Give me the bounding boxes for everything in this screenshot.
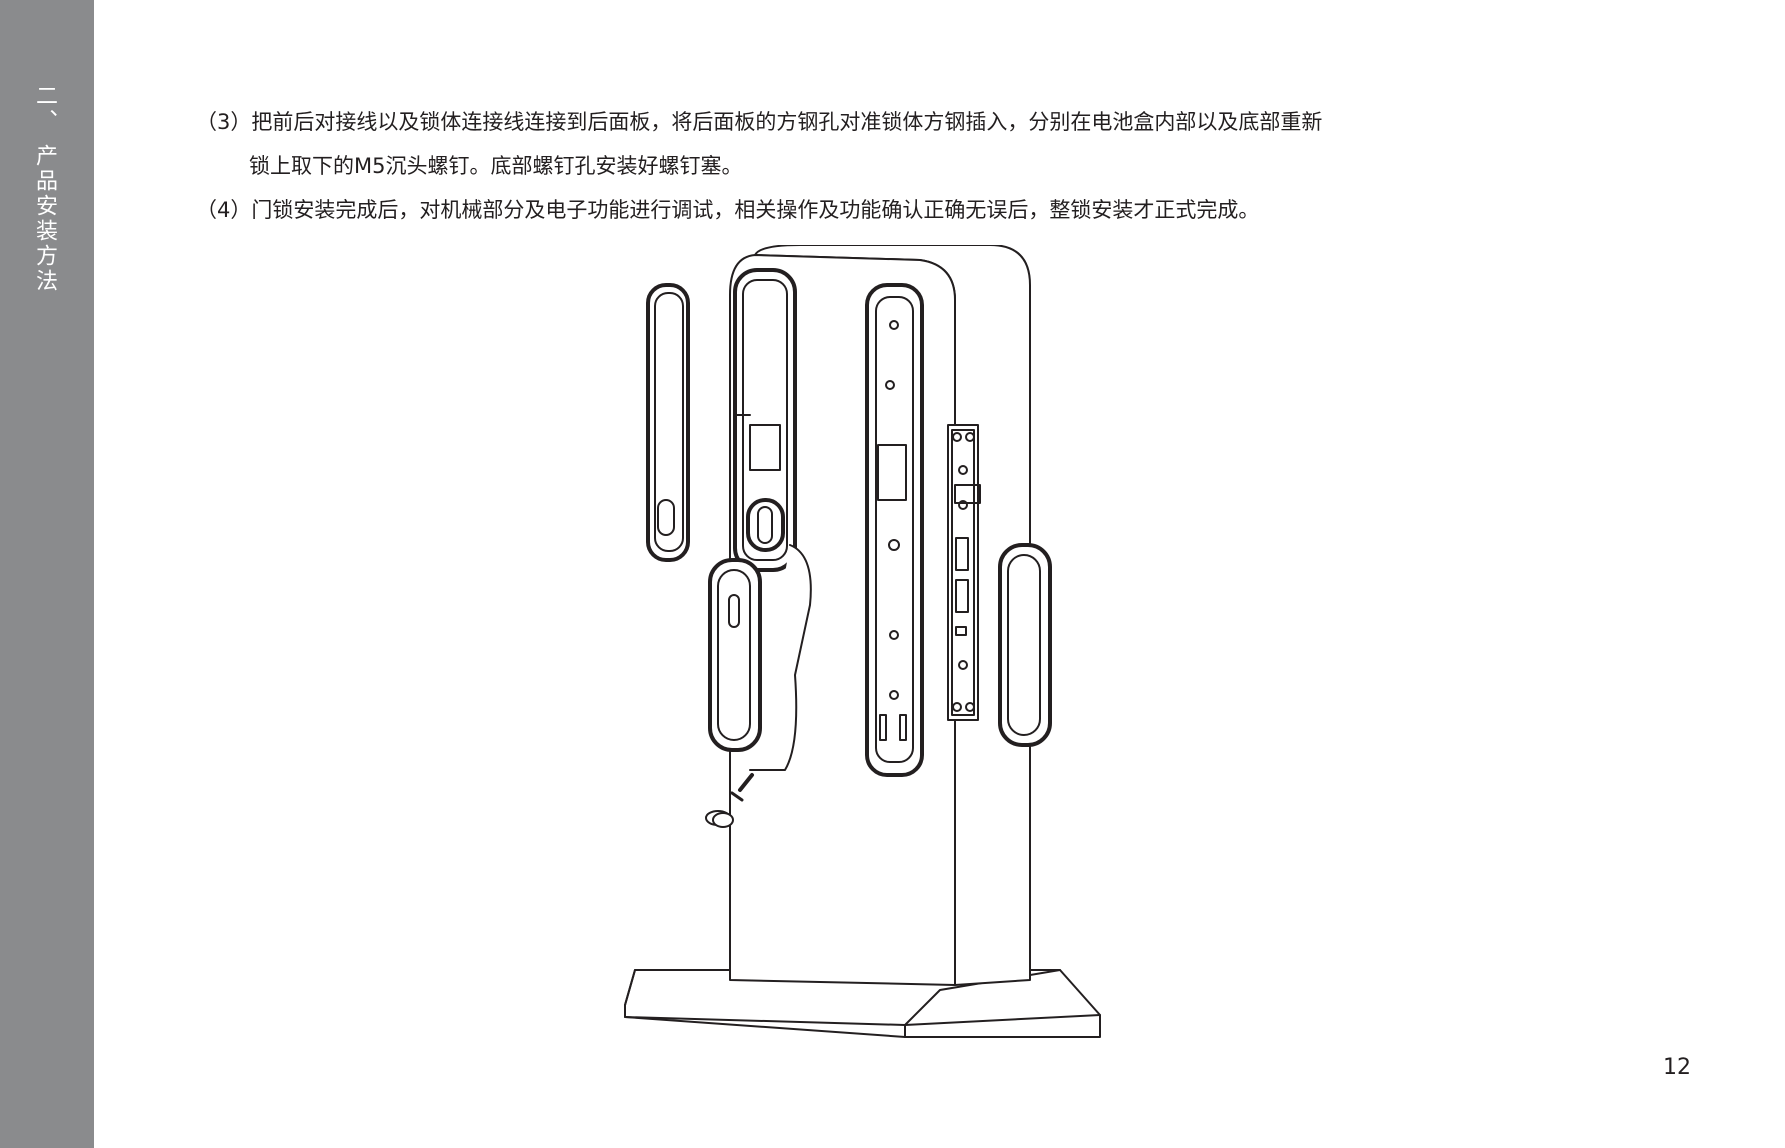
stand-base	[624, 969, 1101, 1038]
back-panel	[865, 283, 924, 777]
page-number: 12	[1663, 1055, 1691, 1080]
sidebar: 二、 产品安装方法	[0, 0, 94, 1148]
section-title: 二、 产品安装方法	[32, 84, 57, 294]
lock-installation-illustration	[624, 245, 1101, 1038]
step-4: （4）门锁安装完成后，对机械部分及电子功能进行调试，相关操作及功能确认正确无误后…	[196, 188, 1259, 232]
front-handle	[708, 544, 812, 771]
mortise-lock-body	[947, 424, 981, 721]
step-3-line-1: （3）把前后对接线以及锁体连接线连接到后面板，将后面板的方钢孔对准锁体方钢插入，…	[196, 110, 1323, 134]
step-3: （3）把前后对接线以及锁体连接线连接到后面板，将后面板的方钢孔对准锁体方钢插入，…	[196, 100, 1322, 188]
mounting-screw	[734, 409, 751, 421]
screw	[730, 773, 754, 802]
screw-plug	[705, 810, 734, 828]
step-3-line-2: 锁上取下的M5沉头螺钉。底部螺钉孔安装好螺钉塞。	[249, 154, 743, 178]
back-handle	[998, 543, 1052, 747]
front-panel	[733, 268, 797, 572]
battery-cover	[646, 283, 690, 562]
step-4-line-1: （4）门锁安装完成后，对机械部分及电子功能进行调试，相关操作及功能确认正确无误后…	[196, 198, 1260, 222]
